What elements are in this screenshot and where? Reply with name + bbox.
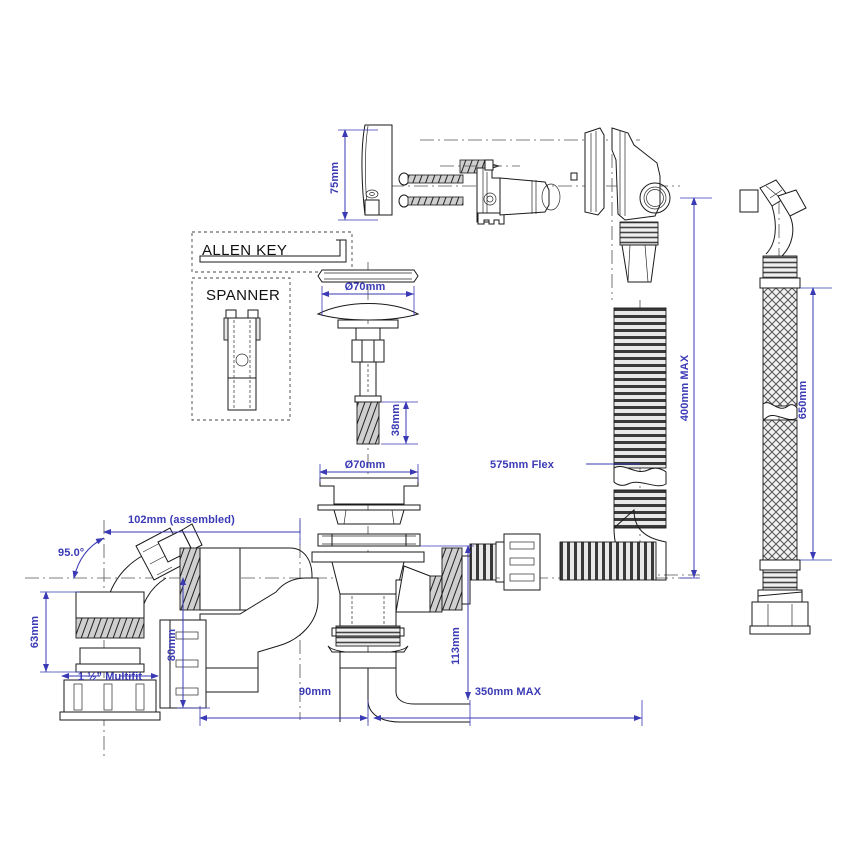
hose-nut-flutes (767, 604, 793, 626)
overflow-elbow (611, 127, 671, 283)
dim-dia70-bottom: Ø70mm (345, 459, 386, 471)
allen-key-box (191, 231, 353, 273)
nut-flutes (73, 683, 145, 711)
sealing-washer (317, 533, 421, 547)
overflow-faceplate (361, 124, 393, 216)
trap-inlet (159, 547, 319, 709)
dim-75mm: 75mm (329, 162, 341, 194)
plug-cap (316, 269, 420, 329)
dim-102mm: 102mm (assembled) (128, 514, 235, 526)
overflow-gasket (570, 127, 605, 216)
access-cap-flutes (175, 631, 199, 696)
dimension-lines (40, 129, 832, 726)
spanner-icon (223, 309, 261, 411)
braided-hose (739, 179, 811, 635)
waste-flange (317, 477, 421, 525)
plug-stem (351, 327, 385, 445)
dim-113mm: 113mm (450, 627, 462, 665)
dim-63mm: 63mm (29, 616, 41, 648)
dim-650mm: 650mm (797, 381, 809, 420)
allen-key-label: ALLEN KEY (202, 242, 287, 259)
dim-575-flex: 575mm Flex (490, 459, 555, 471)
fixing-screws (398, 172, 464, 208)
trap-p-bend (339, 668, 470, 723)
dim-dia70-top: Ø70mm (345, 281, 386, 293)
dim-90mm: 90mm (299, 686, 331, 698)
spanner-label: SPANNER (206, 287, 280, 304)
spanner-box (191, 277, 291, 421)
dim-350max: 350mm MAX (475, 686, 542, 698)
overflow-body (476, 159, 561, 225)
flex-corrugated (469, 307, 667, 591)
dim-multifit: 1 ½” Multifit (78, 671, 142, 683)
dim-400max: 400mm MAX (679, 354, 691, 421)
dim-80mm: 80mm (166, 629, 178, 661)
trap-outlet-spigot (395, 547, 471, 613)
dim-38mm: 38mm (390, 404, 402, 436)
dim-95deg: 95.0° (58, 547, 84, 559)
